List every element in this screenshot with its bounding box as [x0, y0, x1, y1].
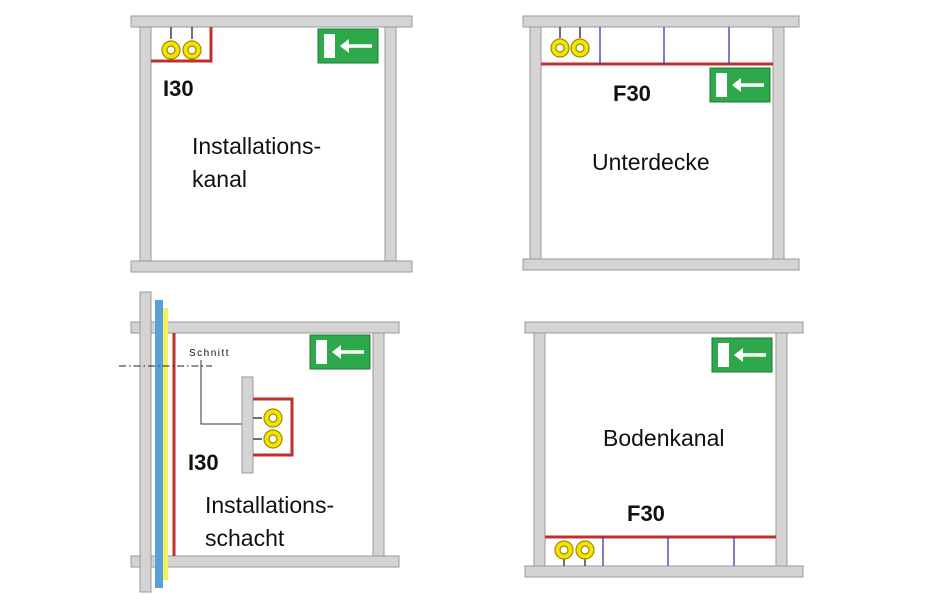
panel-installationskanal: I30 Installations- kanal: [130, 15, 413, 273]
exit-sign-icon: [709, 67, 771, 103]
pipe-icon: [263, 408, 283, 428]
panel-label: Bodenkanal: [603, 425, 725, 451]
inset-wall: [241, 376, 254, 474]
pipe-icon: [182, 40, 202, 60]
duct-enclosure: [151, 27, 213, 63]
left-wall: [529, 26, 542, 260]
floor-slab: [130, 260, 413, 273]
ceiling-slab: [130, 321, 400, 334]
section-label: Schnitt: [189, 348, 230, 359]
shaft-wall-outer: [139, 291, 152, 593]
exit-sign-icon: [317, 28, 379, 64]
pipe-icon: [554, 540, 574, 560]
panel-label-line2: schacht: [205, 525, 285, 551]
ceiling-slab: [522, 15, 800, 28]
pipe-icon: [570, 38, 590, 58]
exit-arrow-icon: [332, 345, 364, 359]
left-wall: [139, 26, 152, 262]
exit-sign-icon: [711, 337, 773, 373]
pipe-icon: [575, 540, 595, 560]
exit-arrow-icon: [734, 348, 766, 362]
left-wall: [533, 332, 546, 567]
shaft-insulation: [163, 308, 168, 580]
inset-enclosure: [253, 397, 294, 457]
floor-slab: [522, 258, 800, 271]
right-wall: [372, 332, 385, 557]
panel-label-line2: kanal: [192, 166, 247, 192]
pipe-icon: [161, 40, 181, 60]
panel-unterdecke: F30 Unterdecke: [522, 15, 800, 271]
floor-slab: [130, 555, 400, 568]
pipe-icon: [263, 429, 283, 449]
ceiling-slab: [130, 15, 413, 28]
panel-installationsschacht: Schnitt I30 Installations- schacht: [119, 291, 400, 593]
rating-label: F30: [627, 501, 665, 526]
shaft-riser-pipe: [155, 300, 163, 588]
rating-label: I30: [188, 450, 219, 475]
right-wall: [775, 332, 788, 567]
floor-slab: [524, 565, 804, 578]
right-wall: [384, 26, 397, 262]
panel-bodenkanal: Bodenkanal F30: [524, 321, 804, 578]
pipe-icon: [550, 38, 570, 58]
exit-arrow-icon: [340, 39, 372, 53]
exit-arrow-icon: [732, 78, 764, 92]
rating-label: I30: [163, 76, 194, 101]
panel-label-line1: Installations-: [192, 133, 321, 159]
right-wall: [772, 26, 785, 260]
panel-label: Unterdecke: [592, 149, 710, 175]
section-leader: [200, 360, 246, 425]
ceiling-slab: [524, 321, 804, 334]
rating-label: F30: [613, 81, 651, 106]
panel-label-line1: Installations-: [205, 492, 334, 518]
exit-sign-icon: [309, 334, 371, 370]
